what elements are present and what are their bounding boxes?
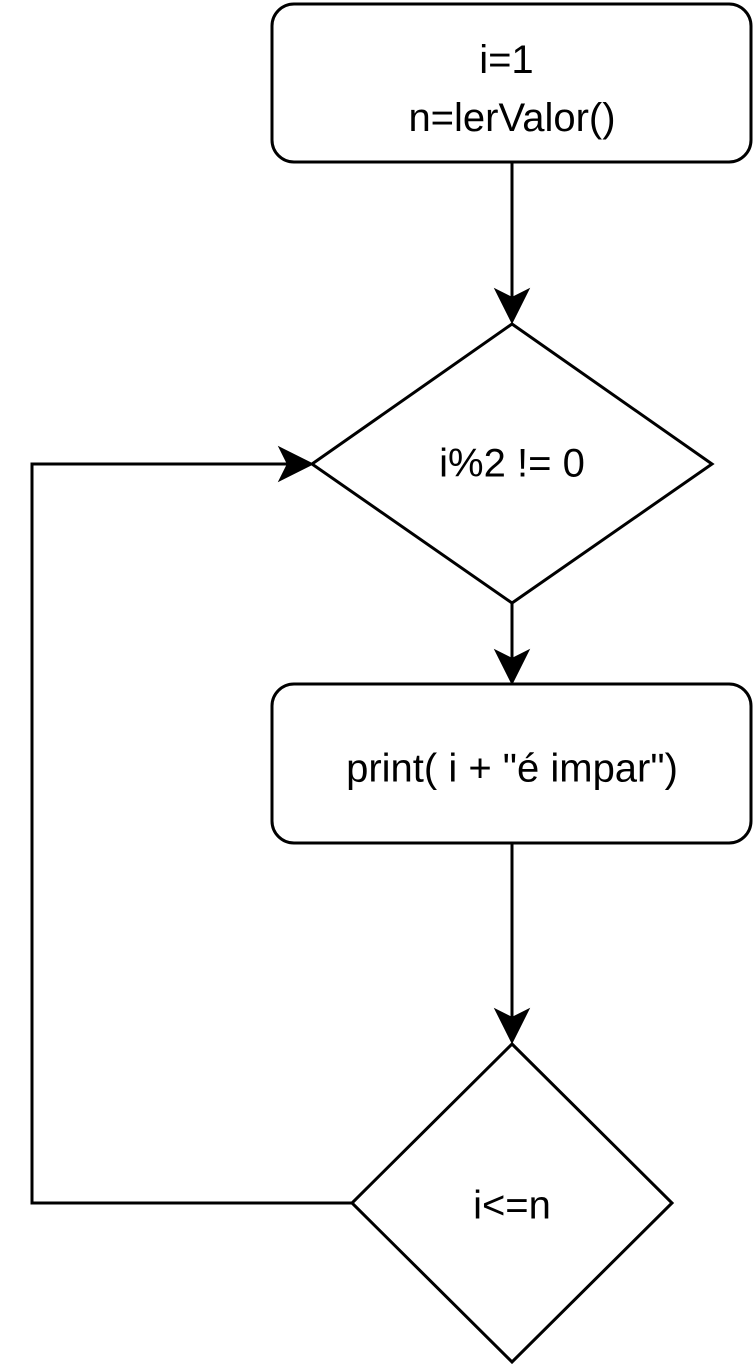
start-label-line-2: n=lerValor() [408,96,615,140]
node-start: i=1 n=lerValor() [270,2,753,164]
arrowhead-icon [493,287,531,325]
edge-odd-check-to-print [493,603,531,686]
odd-check-label: i%2 != 0 [439,442,585,486]
loop-check-label: i<=n [473,1184,551,1228]
arrowhead-icon [493,648,531,686]
edge-print-to-loop-check [493,843,531,1045]
print-step-label: print( i + "é impar") [346,747,678,791]
start-label: i=1 n=lerValor() [408,38,615,140]
node-loop-check: i<=n [349,1041,675,1365]
edge-start-to-odd-check [493,162,531,325]
start-label-line-1: i=1 [479,38,534,82]
edge-loop-back [30,445,352,1205]
arrowhead-icon [493,1007,531,1045]
arrowhead-icon [277,445,315,483]
node-print-step: print( i + "é impar") [270,682,753,845]
node-odd-check: i%2 != 0 [309,322,715,605]
